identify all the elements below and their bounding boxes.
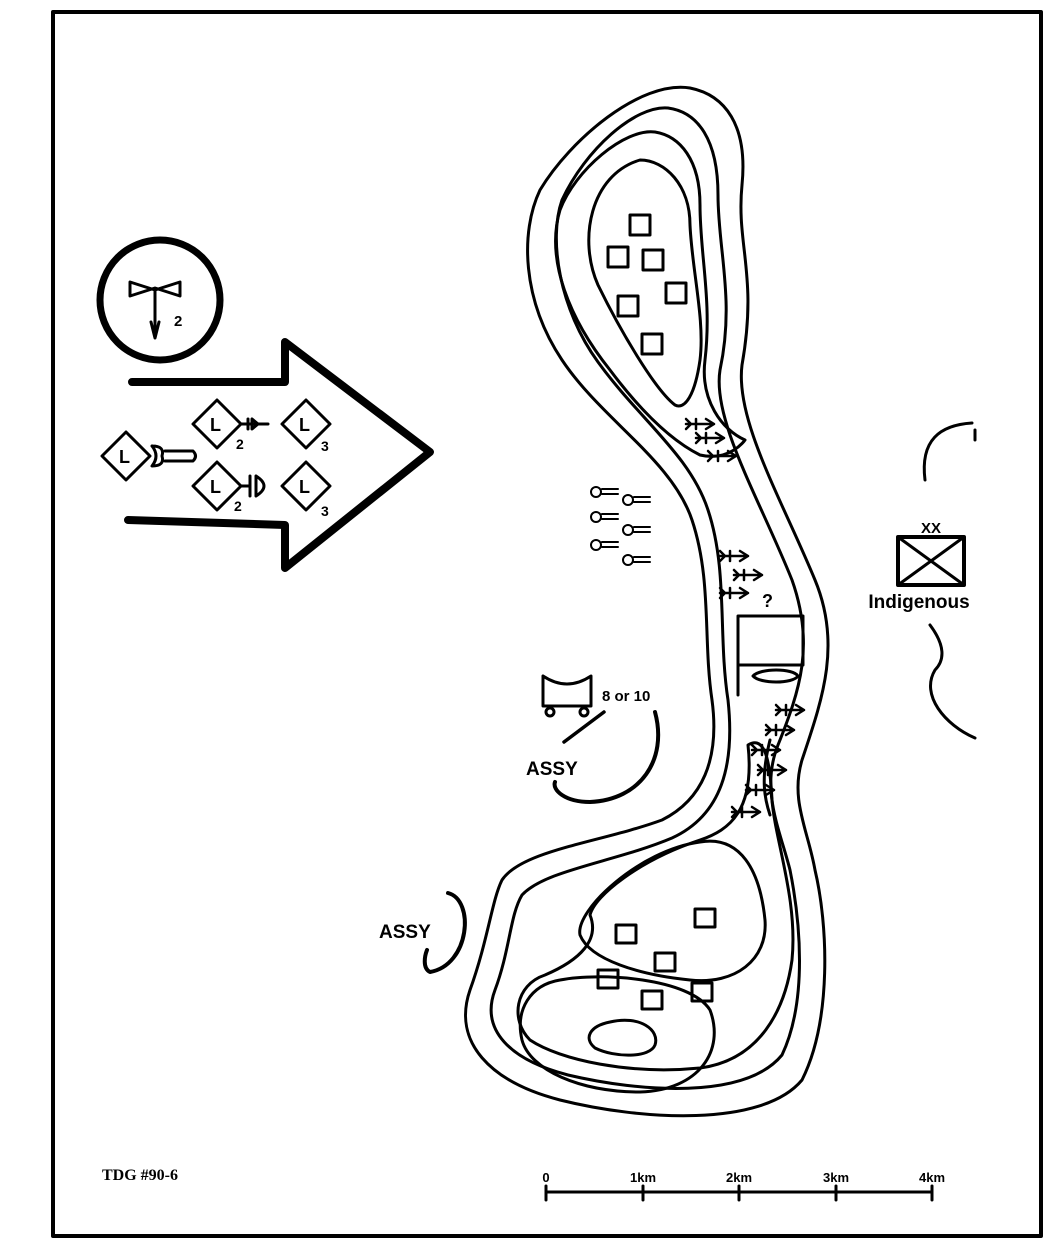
enemy-unit-label: Indigenous bbox=[868, 592, 969, 613]
unit-diamond bbox=[100, 430, 152, 482]
map-frame bbox=[51, 10, 1043, 1238]
contour-5 bbox=[516, 741, 795, 1072]
diamond-letter: L bbox=[119, 447, 130, 467]
truck-icon bbox=[541, 674, 593, 718]
assembly-area-curve bbox=[552, 710, 661, 804]
diamond-number: 3 bbox=[321, 438, 329, 454]
assy-label: ASSY bbox=[526, 759, 578, 780]
scale-tick-label: 1km bbox=[630, 1170, 656, 1185]
unit-diamond bbox=[191, 398, 243, 450]
position-icon bbox=[596, 968, 620, 990]
wire-obstacle-icon bbox=[718, 586, 750, 600]
wire-obstacle-icon bbox=[732, 568, 764, 582]
mine-icon bbox=[590, 486, 619, 498]
contour-7 bbox=[518, 975, 716, 1094]
diamond-letter: L bbox=[299, 477, 310, 497]
unit-circle bbox=[96, 236, 224, 364]
fan-symbol-icon bbox=[128, 280, 182, 340]
wire-obstacle-icon bbox=[730, 805, 762, 819]
wire-obstacle-icon bbox=[744, 783, 776, 797]
searchlight-icon bbox=[150, 444, 197, 468]
scale-tick-label: 2km bbox=[726, 1170, 752, 1185]
contour-4 bbox=[587, 158, 703, 408]
fan-number: 2 bbox=[174, 313, 182, 330]
scale-tick-label: 3km bbox=[823, 1170, 849, 1185]
diamond-number: 2 bbox=[234, 498, 242, 514]
contour-2 bbox=[489, 106, 806, 1090]
wire-obstacle-icon bbox=[694, 431, 726, 445]
mine-icon bbox=[590, 539, 619, 551]
positions-north bbox=[606, 213, 688, 356]
unit-diamond bbox=[280, 460, 332, 512]
echelon-label: XX bbox=[921, 520, 941, 537]
truck-label: 8 or 10 bbox=[602, 688, 650, 705]
position-icon bbox=[606, 245, 630, 269]
wire-obstacle-icon bbox=[684, 417, 716, 431]
diamond-number: 3 bbox=[321, 503, 329, 519]
mine-icon bbox=[590, 511, 619, 523]
unknown-marker: ? bbox=[762, 591, 773, 611]
position-icon bbox=[653, 951, 677, 973]
position-icon bbox=[690, 981, 714, 1003]
positions-south bbox=[596, 907, 717, 1011]
scale-tick-label: 4km bbox=[919, 1170, 945, 1185]
scale-bar: 0 1km 2km 3km 4km bbox=[542, 1170, 945, 1202]
wire-obstacle-icon bbox=[756, 763, 788, 777]
enemy-unit-icon bbox=[896, 535, 966, 587]
boundary-line bbox=[928, 623, 977, 740]
position-icon bbox=[616, 294, 640, 318]
rocket-icon bbox=[239, 474, 266, 498]
diamond-letter: L bbox=[299, 415, 310, 435]
position-icon bbox=[641, 248, 665, 272]
wire-obstacle-icon bbox=[764, 723, 796, 737]
attack-arrow bbox=[124, 338, 434, 572]
scale-tick-label: 0 bbox=[542, 1170, 549, 1185]
position-icon bbox=[614, 923, 638, 945]
mine-symbols bbox=[590, 486, 651, 566]
terrain-contours bbox=[464, 85, 830, 1118]
wire-obstacle-icon bbox=[718, 549, 750, 563]
obstacle-arrows bbox=[684, 417, 806, 819]
unit-diamond bbox=[280, 398, 332, 450]
contour-6 bbox=[578, 839, 767, 983]
diamond-number: 2 bbox=[236, 436, 244, 452]
mine-icon bbox=[622, 524, 651, 536]
wire-obstacle-icon bbox=[750, 743, 782, 757]
contour-outer bbox=[464, 85, 830, 1118]
tdg-label: TDG #90-6 bbox=[102, 1167, 178, 1184]
leader-line bbox=[562, 710, 606, 744]
position-icon bbox=[628, 213, 652, 237]
position-icon bbox=[640, 989, 664, 1011]
position-icon bbox=[640, 332, 664, 356]
arrow-icon bbox=[239, 417, 270, 431]
diamond-units bbox=[100, 398, 332, 512]
assembly-area-curve bbox=[422, 891, 467, 974]
mine-icon bbox=[622, 554, 651, 566]
diamond-letter: L bbox=[210, 477, 221, 497]
unit-diamond bbox=[191, 460, 243, 512]
infantry-cross-icon bbox=[896, 535, 966, 587]
flag-icon bbox=[736, 614, 805, 697]
wire-obstacle-icon bbox=[774, 703, 806, 717]
mine-icon bbox=[622, 494, 651, 506]
position-icon bbox=[693, 907, 717, 929]
diamond-letter: L bbox=[210, 415, 221, 435]
assy-label: ASSY bbox=[379, 922, 431, 943]
position-icon bbox=[664, 281, 688, 305]
wire-obstacle-icon bbox=[706, 449, 738, 463]
contour-hilltop bbox=[587, 1018, 658, 1057]
boundary-line bbox=[922, 421, 977, 482]
